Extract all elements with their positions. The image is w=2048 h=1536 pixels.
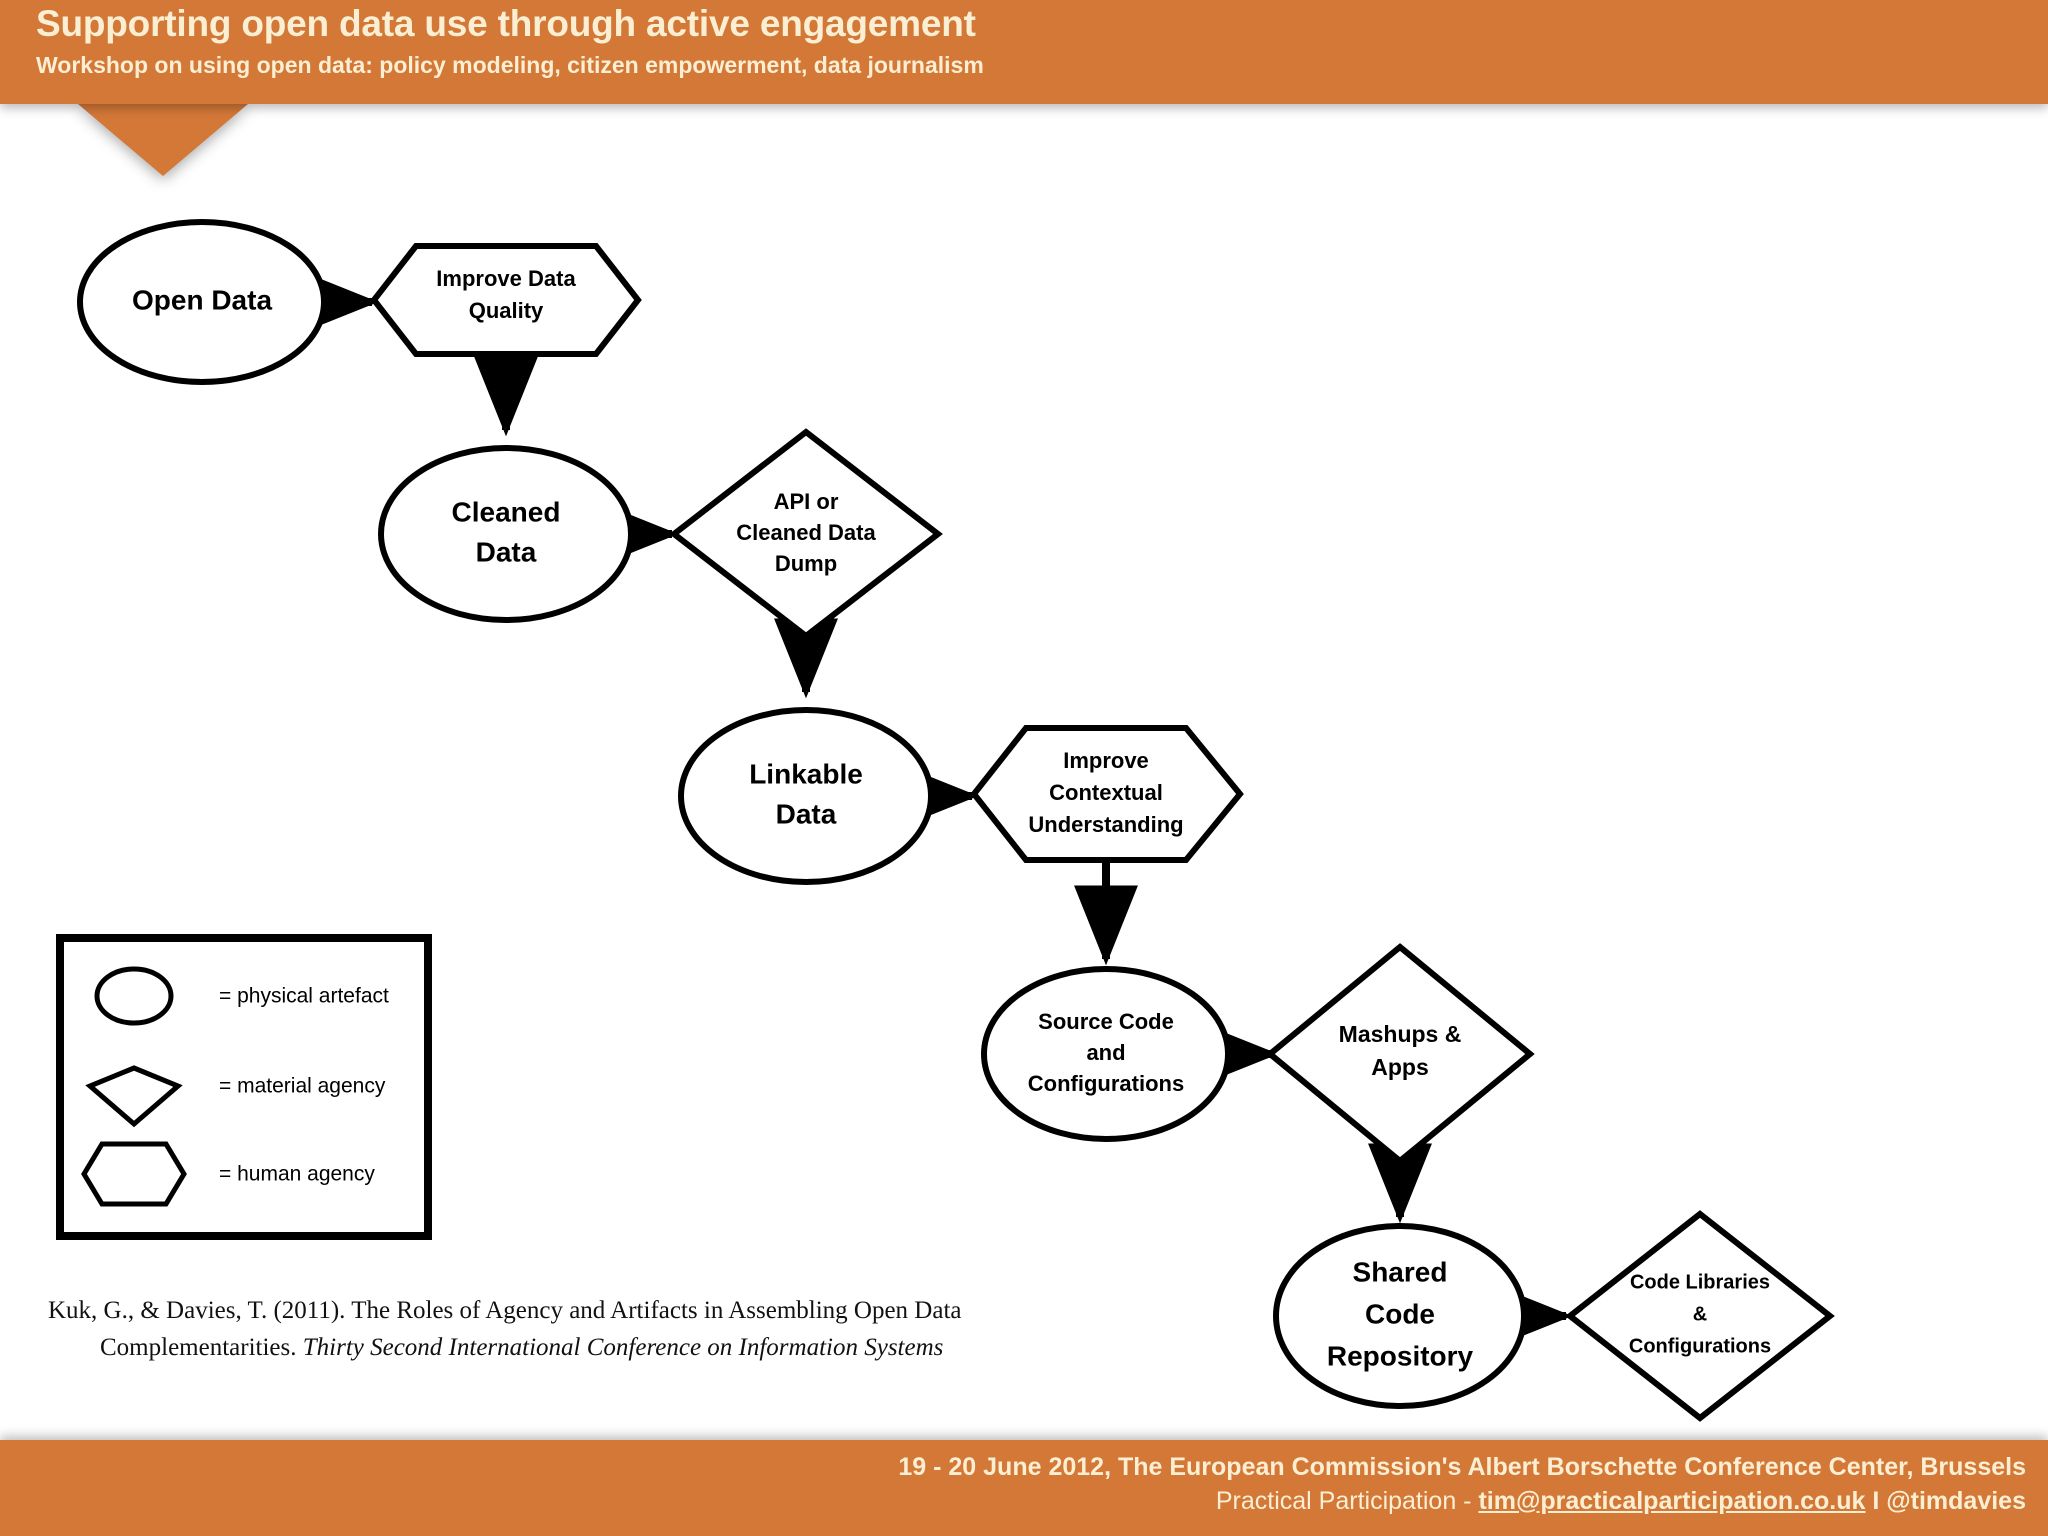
- citation-reference: Kuk, G., & Davies, T. (2011). The Roles …: [48, 1292, 1000, 1366]
- legend-item-material-agency: = material agency: [85, 1065, 386, 1128]
- node-shared-repo[interactable]: Shared Code Repository: [1273, 1223, 1527, 1409]
- node-source-code-line-1: and: [1086, 1040, 1125, 1065]
- node-cleaned-data[interactable]: Cleaned Data: [378, 445, 634, 623]
- header-pointer-tail: [78, 104, 248, 176]
- node-source-code-line-2: Configurations: [1028, 1071, 1184, 1096]
- legend-panel: = physical artefact = material agency = …: [56, 934, 432, 1240]
- legend-label-material-agency: = material agency: [219, 1075, 386, 1098]
- footer-org-label: Practical Participation -: [1215, 1487, 1479, 1515]
- node-linkable-data-line-0: Linkable: [749, 758, 863, 789]
- legend-item-human-agency: = human agency: [81, 1141, 375, 1207]
- node-api-dump-line-2: Dump: [775, 551, 837, 576]
- node-cleaned-data-line-0: Cleaned: [452, 496, 561, 527]
- header-bar: [0, 0, 2048, 104]
- node-shared-repo-line-2: Repository: [1327, 1340, 1474, 1371]
- node-code-libraries[interactable]: Code Libraries & Configurations: [1565, 1210, 1835, 1422]
- node-improve-context-line-0: Improve: [1063, 748, 1149, 773]
- legend-label-physical-artefact: = physical artefact: [219, 985, 389, 1008]
- node-cleaned-data-line-1: Data: [476, 536, 537, 567]
- node-mashups-apps-line-1: Apps: [1371, 1054, 1429, 1080]
- node-linkable-data[interactable]: Linkable Data: [678, 707, 934, 885]
- node-open-data-line-0: Open Data: [132, 284, 272, 315]
- page-subtitle: Workshop on using open data: policy mode…: [36, 52, 984, 78]
- title-block: Supporting open data use through active …: [36, 2, 984, 80]
- node-source-code-line-0: Source Code: [1038, 1009, 1174, 1034]
- node-improve-context-line-2: Understanding: [1028, 812, 1183, 837]
- node-api-dump[interactable]: API or Cleaned Data Dump: [669, 428, 943, 640]
- node-open-data[interactable]: Open Data: [77, 219, 327, 385]
- node-improve-quality-line-0: Improve Data: [436, 266, 576, 291]
- legend-item-physical-artefact: = physical artefact: [94, 966, 389, 1026]
- node-mashups-apps[interactable]: Mashups & Apps: [1265, 943, 1535, 1165]
- node-code-libraries-line-1: &: [1693, 1303, 1707, 1325]
- node-linkable-data-line-1: Data: [776, 798, 837, 829]
- footer-event-details: 19 - 20 June 2012, The European Commissi…: [898, 1453, 2026, 1481]
- node-improve-quality[interactable]: Improve Data Quality: [370, 243, 642, 357]
- node-improve-quality-line-1: Quality: [469, 298, 544, 323]
- node-mashups-apps-line-0: Mashups &: [1339, 1021, 1462, 1047]
- node-code-libraries-line-0: Code Libraries: [1630, 1271, 1770, 1293]
- node-source-code[interactable]: Source Code and Configurations: [981, 966, 1231, 1142]
- citation-text-italic: Thirty Second International Conference o…: [302, 1334, 944, 1361]
- node-api-dump-line-0: API or: [774, 489, 839, 514]
- footer-contact-line: Practical Participation - tim@practicalp…: [0, 1484, 2026, 1518]
- node-shared-repo-line-1: Code: [1365, 1298, 1435, 1329]
- footer-twitter-handle[interactable]: @timdavies: [1886, 1487, 2026, 1515]
- node-api-dump-line-1: Cleaned Data: [736, 520, 876, 545]
- legend-label-human-agency: = human agency: [219, 1163, 375, 1186]
- citation-text-plain: Kuk, G., & Davies, T. (2011). The Roles …: [48, 1297, 962, 1361]
- flow-diagram: Open Data Improve Data Quality Cleaned D…: [0, 104, 2048, 1440]
- node-improve-context[interactable]: Improve Contextual Understanding: [970, 725, 1244, 863]
- node-improve-context-line-1: Contextual: [1049, 780, 1163, 805]
- footer-email-link[interactable]: tim@practicalparticipation.co.uk: [1478, 1487, 1866, 1515]
- page-title: Supporting open data use through active …: [36, 3, 976, 44]
- footer-bar: 19 - 20 June 2012, The European Commissi…: [0, 1440, 2048, 1536]
- node-shared-repo-line-0: Shared: [1353, 1256, 1448, 1287]
- footer-separator: I: [1865, 1487, 1887, 1515]
- node-code-libraries-line-2: Configurations: [1629, 1335, 1771, 1357]
